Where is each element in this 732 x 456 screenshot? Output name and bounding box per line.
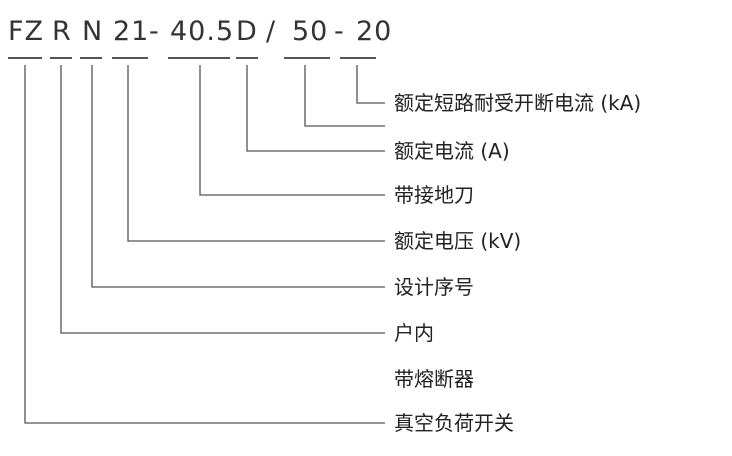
code-n: N (82, 16, 104, 47)
connector-50 (304, 65, 385, 127)
underline-50 (284, 57, 330, 59)
label-rated-voltage: 额定电压 (kV) (394, 229, 522, 253)
code-d: D (236, 16, 258, 47)
connector-d (246, 65, 385, 152)
connector-r (60, 65, 385, 334)
code-20: 20 (356, 16, 393, 47)
code-dash-2: - (334, 16, 345, 47)
connector-21 (127, 65, 385, 242)
underline-40-5 (168, 57, 230, 59)
connector-20 (356, 65, 385, 104)
connector-n (91, 65, 385, 288)
code-40-5: 40.5 (170, 16, 235, 47)
label-with-fuse: 带熔断器 (394, 367, 474, 391)
underline-r (50, 57, 72, 59)
label-vacuum-load-switch: 真空负荷开关 (394, 411, 514, 435)
label-rated-current: 额定电流 (A) (394, 139, 510, 163)
code-r: R (52, 16, 72, 47)
connector-40-5 (199, 65, 385, 196)
code-50: 50 (292, 16, 329, 47)
underline-21 (112, 57, 148, 59)
connector-fz (24, 65, 385, 424)
underline-n (80, 57, 102, 59)
code-dash-1: - (149, 16, 160, 47)
label-indoor: 户内 (394, 321, 434, 345)
underline-20 (340, 57, 376, 59)
underline-fz (8, 57, 42, 59)
code-21: 21 (113, 16, 150, 47)
label-design-number: 设计序号 (394, 275, 474, 299)
code-slash: / (266, 16, 277, 47)
code-fz: FZ (8, 16, 45, 47)
label-earthing-switch: 带接地刀 (394, 183, 474, 207)
underline-d (236, 57, 258, 59)
label-rated-short-circuit-current: 额定短路耐受开断电流 (kA) (394, 91, 642, 115)
